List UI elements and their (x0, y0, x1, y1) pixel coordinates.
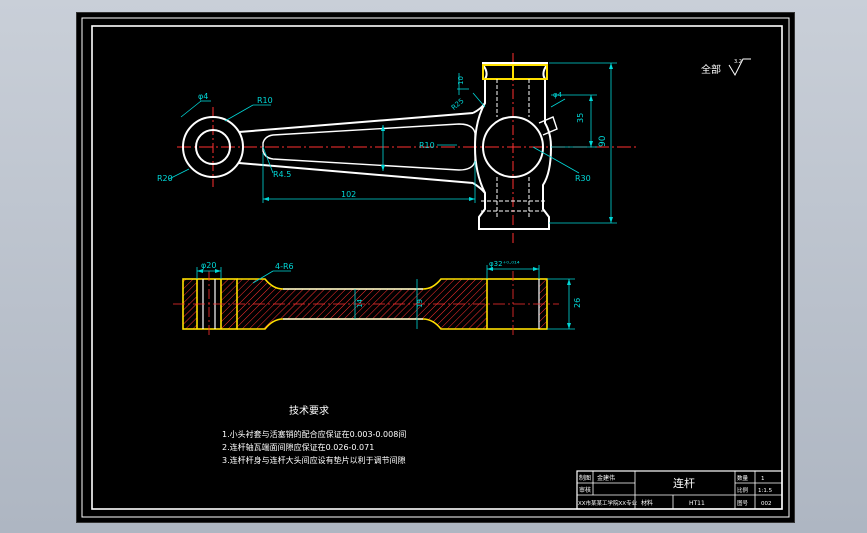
tech-requirement-1: 1.小头衬套与活塞销的配合应保证在0.003-0.008间 (222, 429, 406, 439)
tb-sheet-label: 图号 (737, 499, 749, 507)
dim-total-height: 90 (598, 135, 608, 147)
dim-root-radius: R4.5 (273, 170, 291, 179)
dim-small-pin: φ4 (198, 92, 208, 101)
small-eye-outer (182, 116, 244, 178)
dim-neck-radius: R25 (450, 97, 466, 112)
dim-pad-height: 10 (457, 76, 465, 85)
tb-sheet: 002 (761, 501, 772, 507)
tb-part-name: 连杆 (673, 476, 695, 490)
tech-requirement-2: 2.连杆轴瓦端面间隙应保证在0.026-0.071 (222, 442, 374, 452)
small-eye-bore (195, 129, 231, 165)
tb-school: XX市某某工学院XX专业 (578, 499, 638, 507)
top-dimension-lines (168, 62, 617, 224)
inner-frame (91, 25, 783, 510)
tb-qty-label: 数量 (737, 474, 749, 482)
dim-big-bore: φ32⁺⁰·⁰¹⁴ (489, 260, 520, 268)
big-end-oil-notch (538, 116, 558, 136)
dim-big-outer-radius: R30 (575, 174, 591, 183)
tb-qty: 1 (761, 476, 765, 482)
tb-material-label: 材料 (641, 499, 653, 507)
shank-outline (238, 102, 486, 194)
title-block: 制图 金建伟 审核 XX市某某工学院XX专业 连杆 材料 HT11 数量 1 比… (576, 470, 783, 510)
tb-designed-label: 制图 (579, 474, 591, 482)
tb-scale-label: 比例 (737, 486, 749, 494)
dim-fillet: 4-R6 (275, 262, 294, 271)
cad-viewport[interactable]: 全部 3.2 (76, 12, 795, 523)
tech-requirements: 技术要求 1.小头衬套与活塞销的配合应保证在0.003-0.008间 2.连杆轴… (222, 404, 406, 465)
dim-upper-height: 35 (576, 113, 585, 123)
dim-mid-radius: R10 (419, 141, 435, 150)
section-view: φ20 4-R6 14 19 φ32⁺⁰·⁰¹⁴ 26 (173, 260, 582, 337)
dim-flange: 19 (416, 299, 424, 308)
tech-requirement-3: 3.连杆杆身与连杆大头间应设有垫片以利于调节间隙 (222, 455, 406, 465)
big-end-bolt-holes (481, 79, 547, 217)
dim-web: 14 (356, 299, 364, 308)
surface-finish-icon (728, 58, 751, 77)
dim-width: 26 (573, 298, 582, 308)
dim-small-eye-radius: R10 (257, 96, 273, 105)
tb-designer: 金建伟 (597, 474, 615, 482)
section-dimension-arrows (197, 267, 571, 329)
dim-small-outer-radius: R20 (157, 174, 173, 183)
tb-scale: 1:1.5 (758, 488, 773, 494)
outer-frame (81, 17, 790, 518)
big-end-cap-band (482, 64, 548, 80)
section-dimension-lines (196, 265, 575, 330)
top-view: φ4 R10 R20 R4.5 102 R10 R25 10 φ4 R30 35… (157, 53, 637, 245)
tech-requirements-title: 技术要求 (289, 404, 329, 417)
surface-finish-value: 3.2 (734, 59, 742, 65)
tb-material: HT11 (689, 500, 705, 507)
top-dimension-arrows (263, 63, 613, 223)
tb-checked-label: 审核 (579, 486, 591, 494)
dim-big-pin: φ4 (553, 91, 563, 99)
dim-center-distance: 102 (341, 190, 356, 199)
dim-small-bore: φ20 (201, 261, 216, 270)
drawing-canvas: 全部 3.2 (81, 17, 790, 518)
surface-finish-label: 全部 (701, 63, 721, 76)
